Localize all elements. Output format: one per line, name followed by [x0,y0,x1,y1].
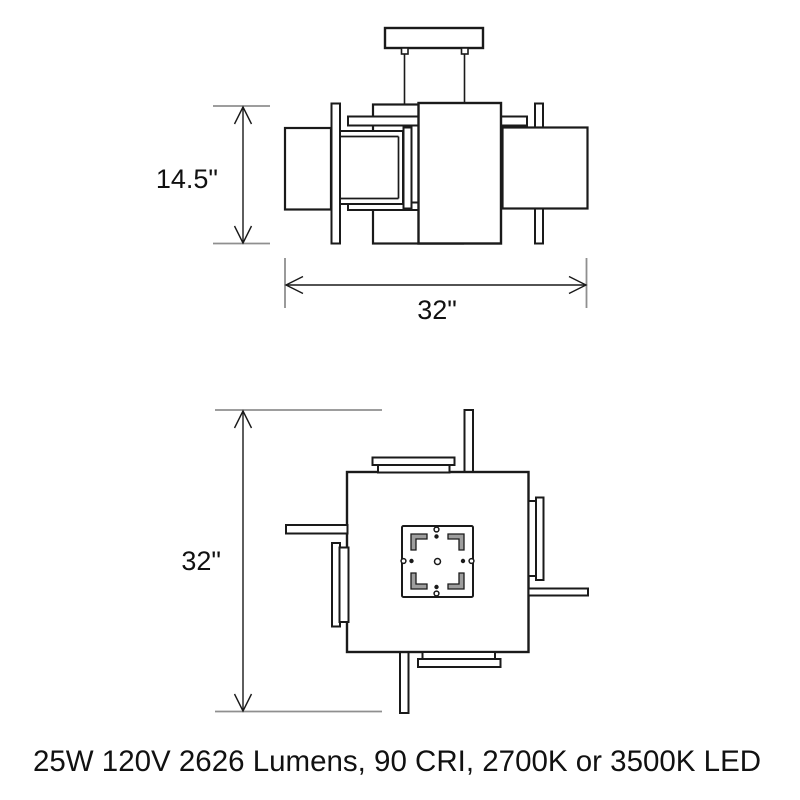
plan-view: 32" [181,409,589,714]
screw-hole-left [400,557,407,565]
fastener-dot-bottom [434,584,439,590]
left-vertical-plate [330,102,341,245]
rod-connector-left [400,47,409,55]
arrowhead-left [284,275,304,295]
plan-size-dimension: 32" [181,409,382,713]
support-arm-left [285,524,349,535]
fastener-dot-left [409,558,414,564]
center-hole [433,557,442,566]
electrical-spec-text: 25W 120V 2626 Lumens, 90 CRI, 2700K or 3… [33,745,761,778]
corner-bracket-top-left [410,533,428,551]
corner-bracket-bottom-right [447,572,465,590]
frame-outer [337,130,404,205]
arrowhead-down [233,693,253,713]
screw-hole-top [433,526,440,533]
corner-bracket-top-right [447,533,465,551]
central-shade-box [417,101,503,245]
top-shade-lip [371,456,456,466]
bottom-shade-lip [417,658,502,668]
height-dimension-label: 14.5" [156,164,218,194]
arrowhead-up [233,105,253,125]
ceiling-canopy [383,26,485,50]
support-bar-top [463,409,474,474]
support-bar-bottom [399,651,410,714]
mounting-plate [400,525,475,598]
width-dimension: 32" [284,258,588,325]
arrowhead-down [233,225,253,245]
screw-hole-right [468,557,475,565]
right-shade-lip [535,496,545,581]
height-dimension: 14.5" [156,105,270,245]
side-elevation-view: 14.5" 32" [156,26,589,325]
left-shade-box [283,126,333,211]
width-dimension-label: 32" [417,295,457,325]
support-arm-right [527,587,589,597]
arrowhead-right [568,275,588,295]
fastener-dot-right [460,558,466,564]
open-square-frame [337,130,404,205]
left-shade-body [338,546,350,623]
fastener-dot-top [434,534,439,539]
plan-size-dimension-label: 32" [181,546,221,576]
right-shade-box [501,126,589,210]
corner-bracket-bottom-left [410,572,428,590]
arrowhead-up [233,409,253,429]
rod-connector-right [460,47,469,55]
inner-vertical-plate [402,126,413,210]
top-shade-body [377,464,451,474]
screw-hole-bottom [433,590,440,597]
